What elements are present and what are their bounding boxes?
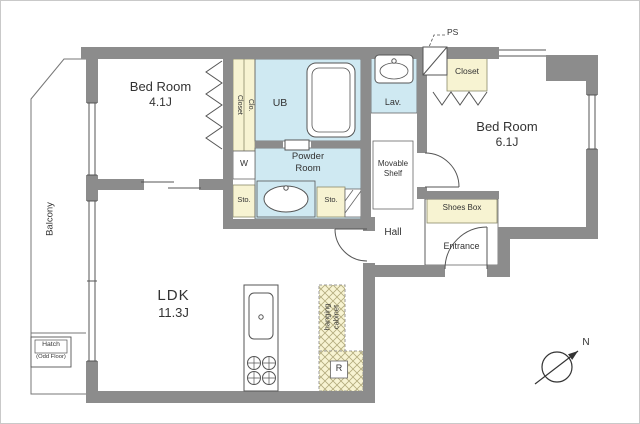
windows xyxy=(86,47,598,362)
bathtub xyxy=(306,62,356,138)
stove-burners xyxy=(247,356,276,385)
lav-label: Lav. xyxy=(384,97,402,107)
closet1-label: Closet xyxy=(236,95,243,115)
clo1-label: Clo. xyxy=(247,98,254,112)
sto-left-label: Sto. xyxy=(237,195,251,204)
ps-shaft xyxy=(422,34,448,76)
sto-right-label: Sto. xyxy=(324,195,338,204)
powder-room-label: Powder Room xyxy=(291,151,325,174)
ub-label: UB xyxy=(272,97,288,109)
hatch-sublabel: (Odd Floor) xyxy=(36,354,66,360)
closet2-label: Closet xyxy=(454,66,480,76)
fixtures xyxy=(243,54,414,392)
hanging-cabinet-label: hanging cabinet xyxy=(322,303,341,331)
hatch-label: Hatch xyxy=(42,341,60,348)
washer-label: W xyxy=(239,158,249,168)
doors xyxy=(141,60,488,270)
vanity-counter xyxy=(256,180,316,218)
hall-label: Hall xyxy=(384,227,402,238)
closet1-folding-door xyxy=(205,60,223,150)
lav-basin xyxy=(374,54,414,84)
bedroom1-label: Bed Room 4.1J xyxy=(129,79,192,109)
movable-shelf-label: Movable Shelf xyxy=(377,159,409,178)
balcony-label: Balcony xyxy=(44,202,56,236)
ps-label: PS xyxy=(447,27,459,37)
kitchen-sink xyxy=(248,292,274,340)
refrigerator-label: R xyxy=(335,363,343,373)
shoes-box-label: Shoes Box xyxy=(442,203,482,212)
north-label: N xyxy=(582,337,590,348)
hatch-symbol xyxy=(30,336,72,368)
compass xyxy=(534,350,579,385)
closet2-folding-door xyxy=(432,91,488,106)
entrance-label: Entrance xyxy=(443,241,480,251)
walls xyxy=(81,47,598,403)
ub-door xyxy=(284,139,310,151)
bedroom2-label: Bed Room 6.1J xyxy=(476,119,538,149)
ldk-label: LDK 11.3J xyxy=(157,287,190,321)
overhead-units xyxy=(318,284,364,392)
